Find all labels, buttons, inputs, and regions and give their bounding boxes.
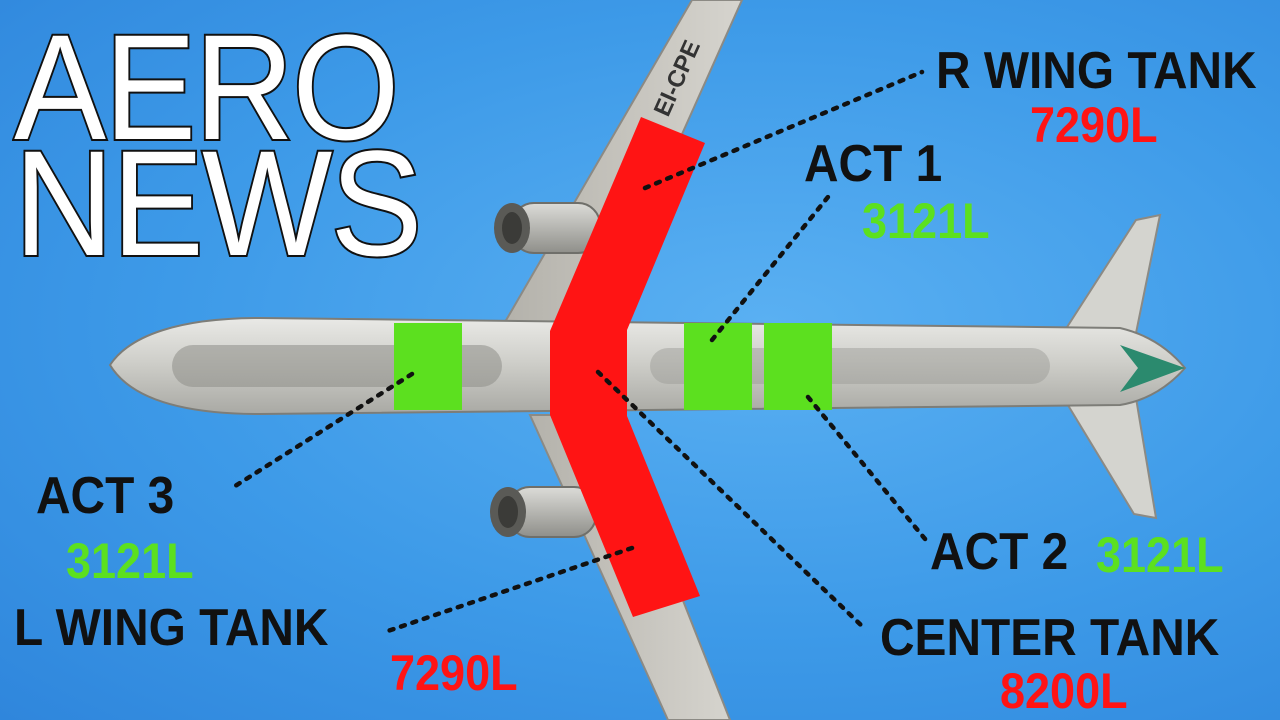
brand-line2: NEWS [12,119,424,287]
leader-act1 [709,194,831,343]
l-wing-tank-label: L WING TANK [14,599,329,657]
act1-tank [684,323,752,410]
act3-tank [394,323,462,410]
center-tank-label: CENTER TANK [880,609,1220,667]
act2-tank [764,323,832,410]
leader-l-wing [382,545,635,635]
leader-act2 [805,394,933,548]
l-wing-tank-volume: 7290L [390,645,518,701]
leader-r-wing [642,69,925,191]
act1-volume: 3121L [862,193,990,249]
act3-volume: 3121L [66,533,194,589]
fuselage [108,316,1187,416]
r-wing-tank-label: R WING TANK [936,42,1257,100]
right-stabilizer [1058,213,1162,339]
left-engine [490,486,597,538]
leader-center [595,369,867,631]
right-engine [494,202,601,254]
left-stabilizer [1058,391,1158,520]
act3-label: ACT 3 [36,467,175,525]
wing-tank-chevron [550,117,705,617]
act2-volume: 3121L [1096,527,1224,583]
r-wing-tank-volume: 7290L [1030,97,1158,153]
center-tank-volume: 8200L [1000,663,1128,719]
act1-label: ACT 1 [804,135,943,193]
leader-act3 [229,371,415,491]
act2-label: ACT 2 [930,523,1069,581]
tail-livery [1120,345,1185,392]
brand-line1: AERO [12,3,401,171]
